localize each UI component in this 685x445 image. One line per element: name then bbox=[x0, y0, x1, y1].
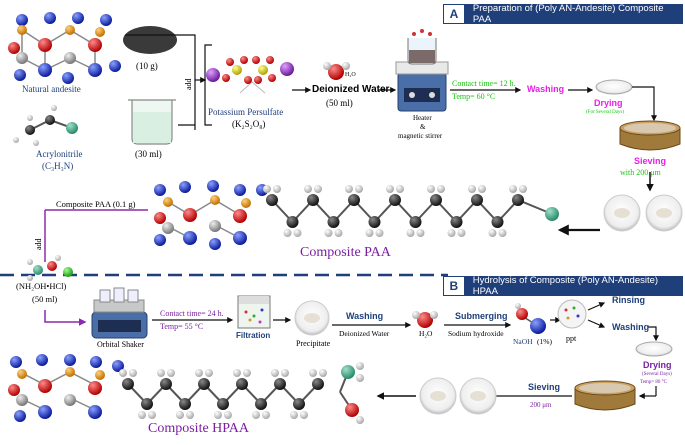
composite-hpaa-label: Composite HPAA bbox=[148, 421, 250, 436]
panel-b-banner: B Hydrolysis of Composite (Poly AN-Andes… bbox=[443, 275, 683, 297]
filtration-label: Filtration bbox=[236, 331, 271, 340]
ppt-label: ppt bbox=[566, 334, 577, 343]
drying-to-sieve-arrow bbox=[632, 86, 657, 122]
panel-b-badge: B bbox=[443, 276, 465, 296]
composite-paa-label: Composite PAA bbox=[300, 245, 391, 260]
precipitate-dish-icon bbox=[294, 300, 330, 336]
contact-time-a-label: Contact time= 12 h. bbox=[452, 79, 516, 88]
sieve-b-icon bbox=[574, 380, 636, 411]
panel-a-badge: A bbox=[443, 4, 465, 24]
heater-amp-label: & bbox=[420, 123, 426, 131]
heater-stirrer-icon bbox=[395, 29, 449, 112]
andesite-powder-icon bbox=[123, 26, 177, 54]
orbital-shaker-label: Orbital Shaker bbox=[97, 340, 144, 349]
powder-dishes-b-icon bbox=[419, 377, 497, 415]
powder-dishes-icon bbox=[603, 194, 683, 232]
andesite-mass-label: (10 g) bbox=[136, 61, 158, 71]
temp-a-label: Temp= 60 °C bbox=[452, 92, 496, 101]
filtration-funnel-icon bbox=[237, 295, 271, 329]
add-label-b: add bbox=[34, 238, 43, 250]
drying-dish-icon bbox=[595, 79, 633, 95]
stirrer-label: magnetic stirrer bbox=[398, 132, 443, 140]
drying-b-temp-label: Temp= 80 °C bbox=[640, 380, 667, 385]
composite-hpaa-molecule-icon bbox=[8, 354, 364, 424]
naoh-molecule-icon bbox=[515, 303, 546, 334]
sieving-b-label: Sieving bbox=[528, 382, 561, 392]
ppt-beaker-icon bbox=[557, 299, 587, 329]
add-label-a: add bbox=[184, 78, 193, 90]
washing-b-label: Washing bbox=[346, 311, 384, 321]
heater-label: Heater bbox=[413, 114, 432, 122]
composite-amount-label: Composite PAA (0.1 g) bbox=[56, 199, 136, 209]
water-formula-b-label: H₂O bbox=[419, 329, 433, 338]
submerging-label: Submerging bbox=[455, 311, 508, 321]
orbital-shaker-icon bbox=[91, 287, 148, 339]
deionized-water-label: Deionized Water bbox=[312, 84, 390, 95]
acrylonitrile-volume-label: (30 ml) bbox=[135, 149, 162, 159]
washing-b2-label: Washing bbox=[612, 322, 650, 332]
acrylonitrile-label: Acrylonitrile bbox=[36, 149, 83, 159]
contact-time-b-label: Contact time= 24 h. bbox=[160, 309, 224, 318]
washing-to-drying-b-arrow bbox=[648, 326, 659, 342]
ppt-to-rinsing-arrow bbox=[587, 302, 606, 311]
hydroxylamine-label: (NH₂OH•HCl) bbox=[16, 281, 67, 291]
sieving-a-label: Sieving bbox=[634, 156, 667, 166]
andesite-to-add-line bbox=[125, 34, 196, 130]
sieving-a-size-label: with 200 μm bbox=[620, 168, 661, 177]
andesite-molecule-icon bbox=[8, 12, 121, 84]
sieve-icon bbox=[619, 120, 681, 151]
water-molecule-b-icon bbox=[412, 311, 438, 328]
ppt-to-washing-arrow bbox=[587, 319, 606, 328]
drying-b-label: Drying bbox=[643, 360, 672, 370]
panel-a-title: Preparation of (Poly AN-Andesite) Compos… bbox=[472, 3, 664, 25]
drying-b-note-label: (Several Days) bbox=[642, 372, 672, 377]
water-formula-a-label: H₂O bbox=[345, 72, 356, 78]
hydroxylamine-volume-label: (50 ml) bbox=[32, 294, 58, 304]
water-molecule-icon bbox=[323, 62, 350, 80]
acrylonitrile-formula-label: (C₃H₃N) bbox=[42, 161, 74, 171]
persulfate-bracket bbox=[204, 44, 212, 126]
naoh-conc-label: (1%) bbox=[537, 337, 552, 346]
deionized-water-b-label: Deionized Water bbox=[339, 329, 390, 338]
naoh-label: NaOH bbox=[513, 337, 533, 346]
panel-a-banner: A Preparation of (Poly AN-Andesite) Comp… bbox=[443, 3, 683, 25]
precipitate-label: Precipitate bbox=[296, 339, 331, 348]
drying-dish-b-icon bbox=[635, 341, 673, 357]
naoh-name-label: Sodium hydroxide bbox=[448, 329, 504, 338]
persulfate-molecule-icon bbox=[206, 56, 294, 94]
hydroxylamine-to-shaker-arrow bbox=[44, 310, 87, 326]
natural-andesite-label: Natural andesite bbox=[22, 84, 81, 94]
rinsing-label: Rinsing bbox=[612, 295, 645, 305]
hydroxylamine-molecule-icon bbox=[27, 255, 73, 281]
sieving-b-size-label: 200 μm bbox=[530, 401, 552, 409]
composite-paa-molecule-icon bbox=[154, 180, 559, 250]
drying-a-note-label: (For Several Days) bbox=[586, 110, 625, 115]
acrylonitrile-molecule-icon bbox=[13, 105, 78, 146]
temp-b-label: Temp= 55 °C bbox=[160, 322, 204, 331]
drying-a-label: Drying bbox=[594, 98, 623, 108]
panel-b-title: Hydrolysis of Composite (Poly AN-Andesit… bbox=[472, 275, 659, 297]
persulfate-label: Potassium Persulfate bbox=[208, 107, 284, 117]
washing-a-label: Washing bbox=[527, 84, 565, 94]
beaker-icon bbox=[128, 99, 176, 145]
persulfate-formula-label: (K₂S₂O₈) bbox=[232, 119, 266, 129]
water-volume-label: (50 ml) bbox=[326, 98, 353, 108]
